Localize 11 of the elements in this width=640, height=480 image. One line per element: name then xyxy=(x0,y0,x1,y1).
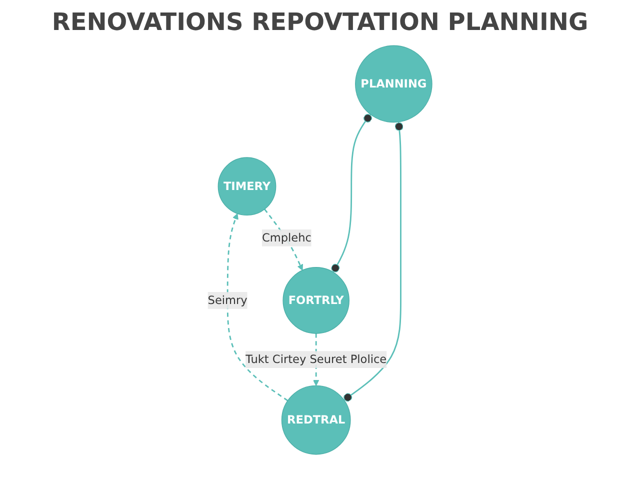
edge-label: Cmplehc xyxy=(262,230,312,244)
node-circle: TIMERY xyxy=(218,157,276,216)
connector xyxy=(344,122,404,402)
node-circle: FORTRLY xyxy=(282,267,350,334)
arrow xyxy=(226,213,288,402)
edge-label: Seimry xyxy=(208,293,248,307)
diagram-title: RENOVATIONS REPOVTATION PLANNING xyxy=(50,8,590,36)
node-circle: REDTRAL xyxy=(282,385,351,455)
edge-label: Tukt Cirtey Seuret Plolice xyxy=(246,352,387,366)
node-circle: PLANNING xyxy=(355,45,432,123)
connector xyxy=(331,114,372,272)
